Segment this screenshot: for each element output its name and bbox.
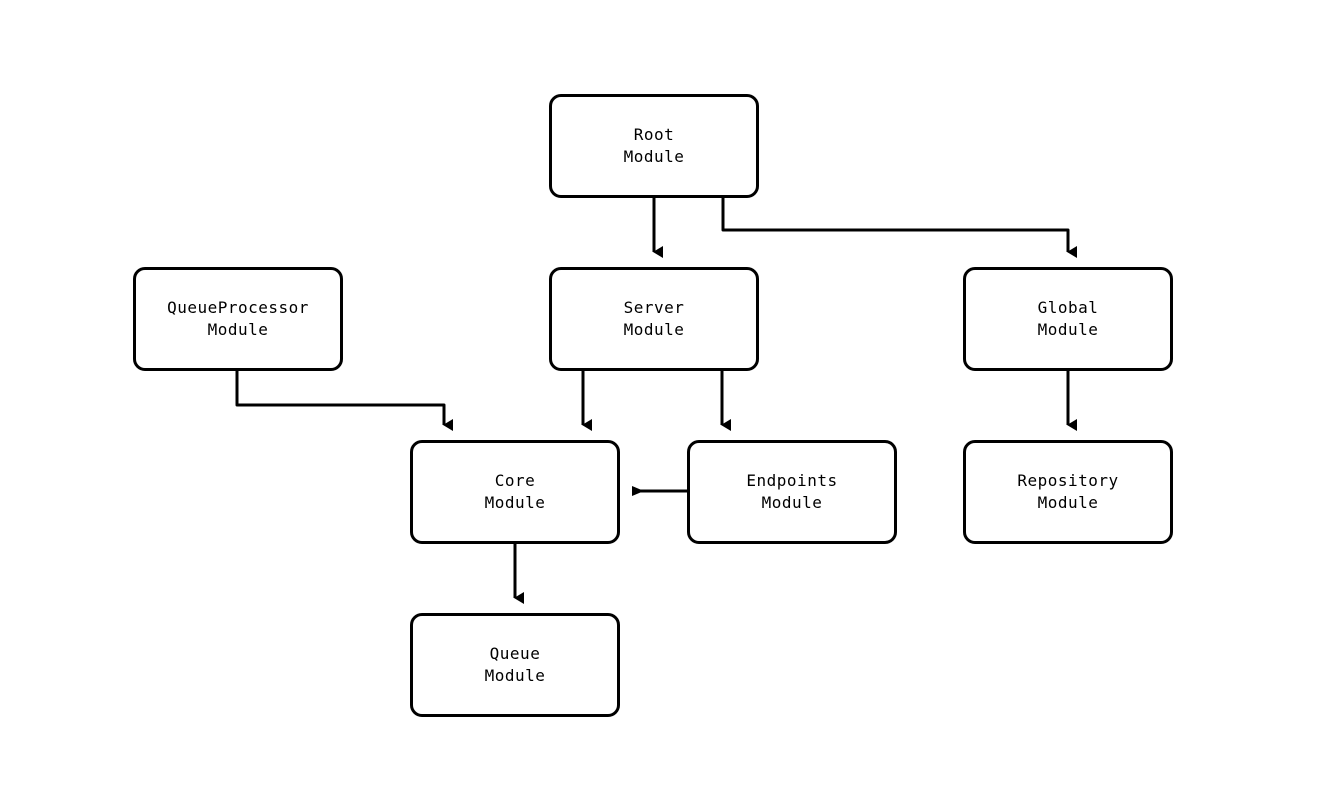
node-endpoints-module-line1: Endpoints: [746, 471, 838, 490]
node-global-module[interactable]: Global Module: [963, 267, 1173, 371]
node-queue-module-line1: Queue: [489, 644, 541, 663]
edge-root-to-global: [721, 198, 1077, 258]
node-endpoints-module-line2: Module: [761, 493, 823, 512]
node-root-module[interactable]: Root Module: [549, 94, 759, 198]
node-repository-module-line1: Repository: [1017, 471, 1119, 490]
node-repository-module-line2: Module: [1037, 493, 1099, 512]
node-global-module-line1: Global: [1037, 298, 1099, 317]
node-queueprocessor-module-line2: Module: [207, 320, 269, 339]
node-root-module-line2: Module: [623, 147, 685, 166]
node-core-module[interactable]: Core Module: [410, 440, 620, 544]
node-queue-module-line2: Module: [484, 666, 546, 685]
node-queueprocessor-module[interactable]: QueueProcessor Module: [133, 267, 343, 371]
node-repository-module[interactable]: Repository Module: [963, 440, 1173, 544]
node-server-module[interactable]: Server Module: [549, 267, 759, 371]
node-server-module-line2: Module: [623, 320, 685, 339]
node-root-module-line1: Root: [633, 125, 675, 144]
node-global-module-line2: Module: [1037, 320, 1099, 339]
node-server-module-line1: Server: [623, 298, 685, 317]
edge-queueprocessor-to-core: [235, 371, 453, 431]
node-endpoints-module[interactable]: Endpoints Module: [687, 440, 897, 544]
node-core-module-line2: Module: [484, 493, 546, 512]
node-queue-module[interactable]: Queue Module: [410, 613, 620, 717]
node-queueprocessor-module-line1: QueueProcessor: [167, 298, 309, 317]
node-core-module-line1: Core: [494, 471, 536, 490]
